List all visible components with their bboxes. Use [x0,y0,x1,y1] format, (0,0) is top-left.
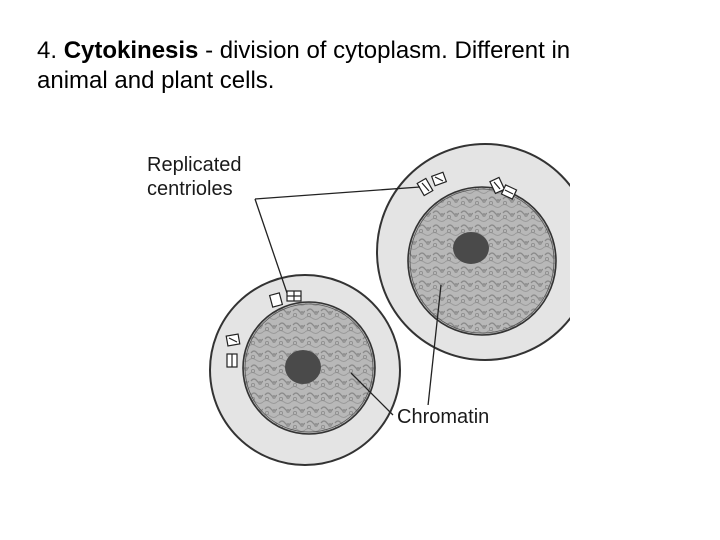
leader-line-chromatin-lower [350,372,394,416]
nucleus [407,186,557,336]
label-centrioles-line1: Replicated [147,154,242,176]
heading-number: 4. [37,37,58,64]
heading-term: Cytokinesis [63,37,199,64]
leader-lines [254,186,442,416]
cell-lower-left [209,274,401,466]
leader-line-centrioles-lower [254,198,288,294]
cell-diagram: Replicated centrioles Chromatin [137,125,570,473]
slide-heading: 4. Cytokinesis - division of cytoplasm. … [37,36,697,96]
centriole-pair-4 [225,333,241,368]
heading-description: - division of cytoplasm. Different in [205,37,571,64]
cell-upper-right [376,143,570,361]
heading-description-line2: animal and plant cells. [37,67,275,94]
label-chromatin: Chromatin [395,405,492,429]
nucleolus [453,232,489,264]
centriole-pair-1 [416,171,448,197]
label-centrioles-line2: centrioles [147,178,233,200]
cell-diagram-drawing [137,125,570,473]
leader-line-centrioles-upper [254,186,421,200]
label-replicated-centrioles: Replicated centrioles [145,153,244,201]
centriole-pair-2 [489,176,518,200]
nucleolus [285,350,321,384]
leader-line-chromatin-upper [426,284,442,416]
centriole-pair-3 [268,290,302,308]
